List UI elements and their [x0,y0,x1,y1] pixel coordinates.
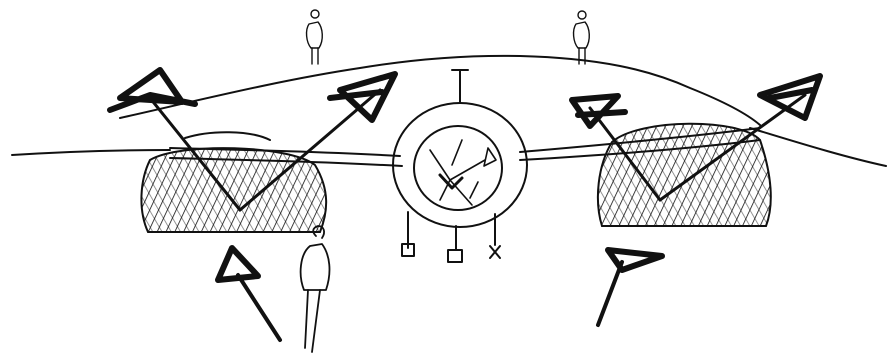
hill-silhouette [120,56,760,125]
standing-figure-right [574,11,590,64]
standing-figure-front [301,226,330,352]
standing-figure-left [307,10,323,64]
left-hatched-mound [141,132,326,232]
